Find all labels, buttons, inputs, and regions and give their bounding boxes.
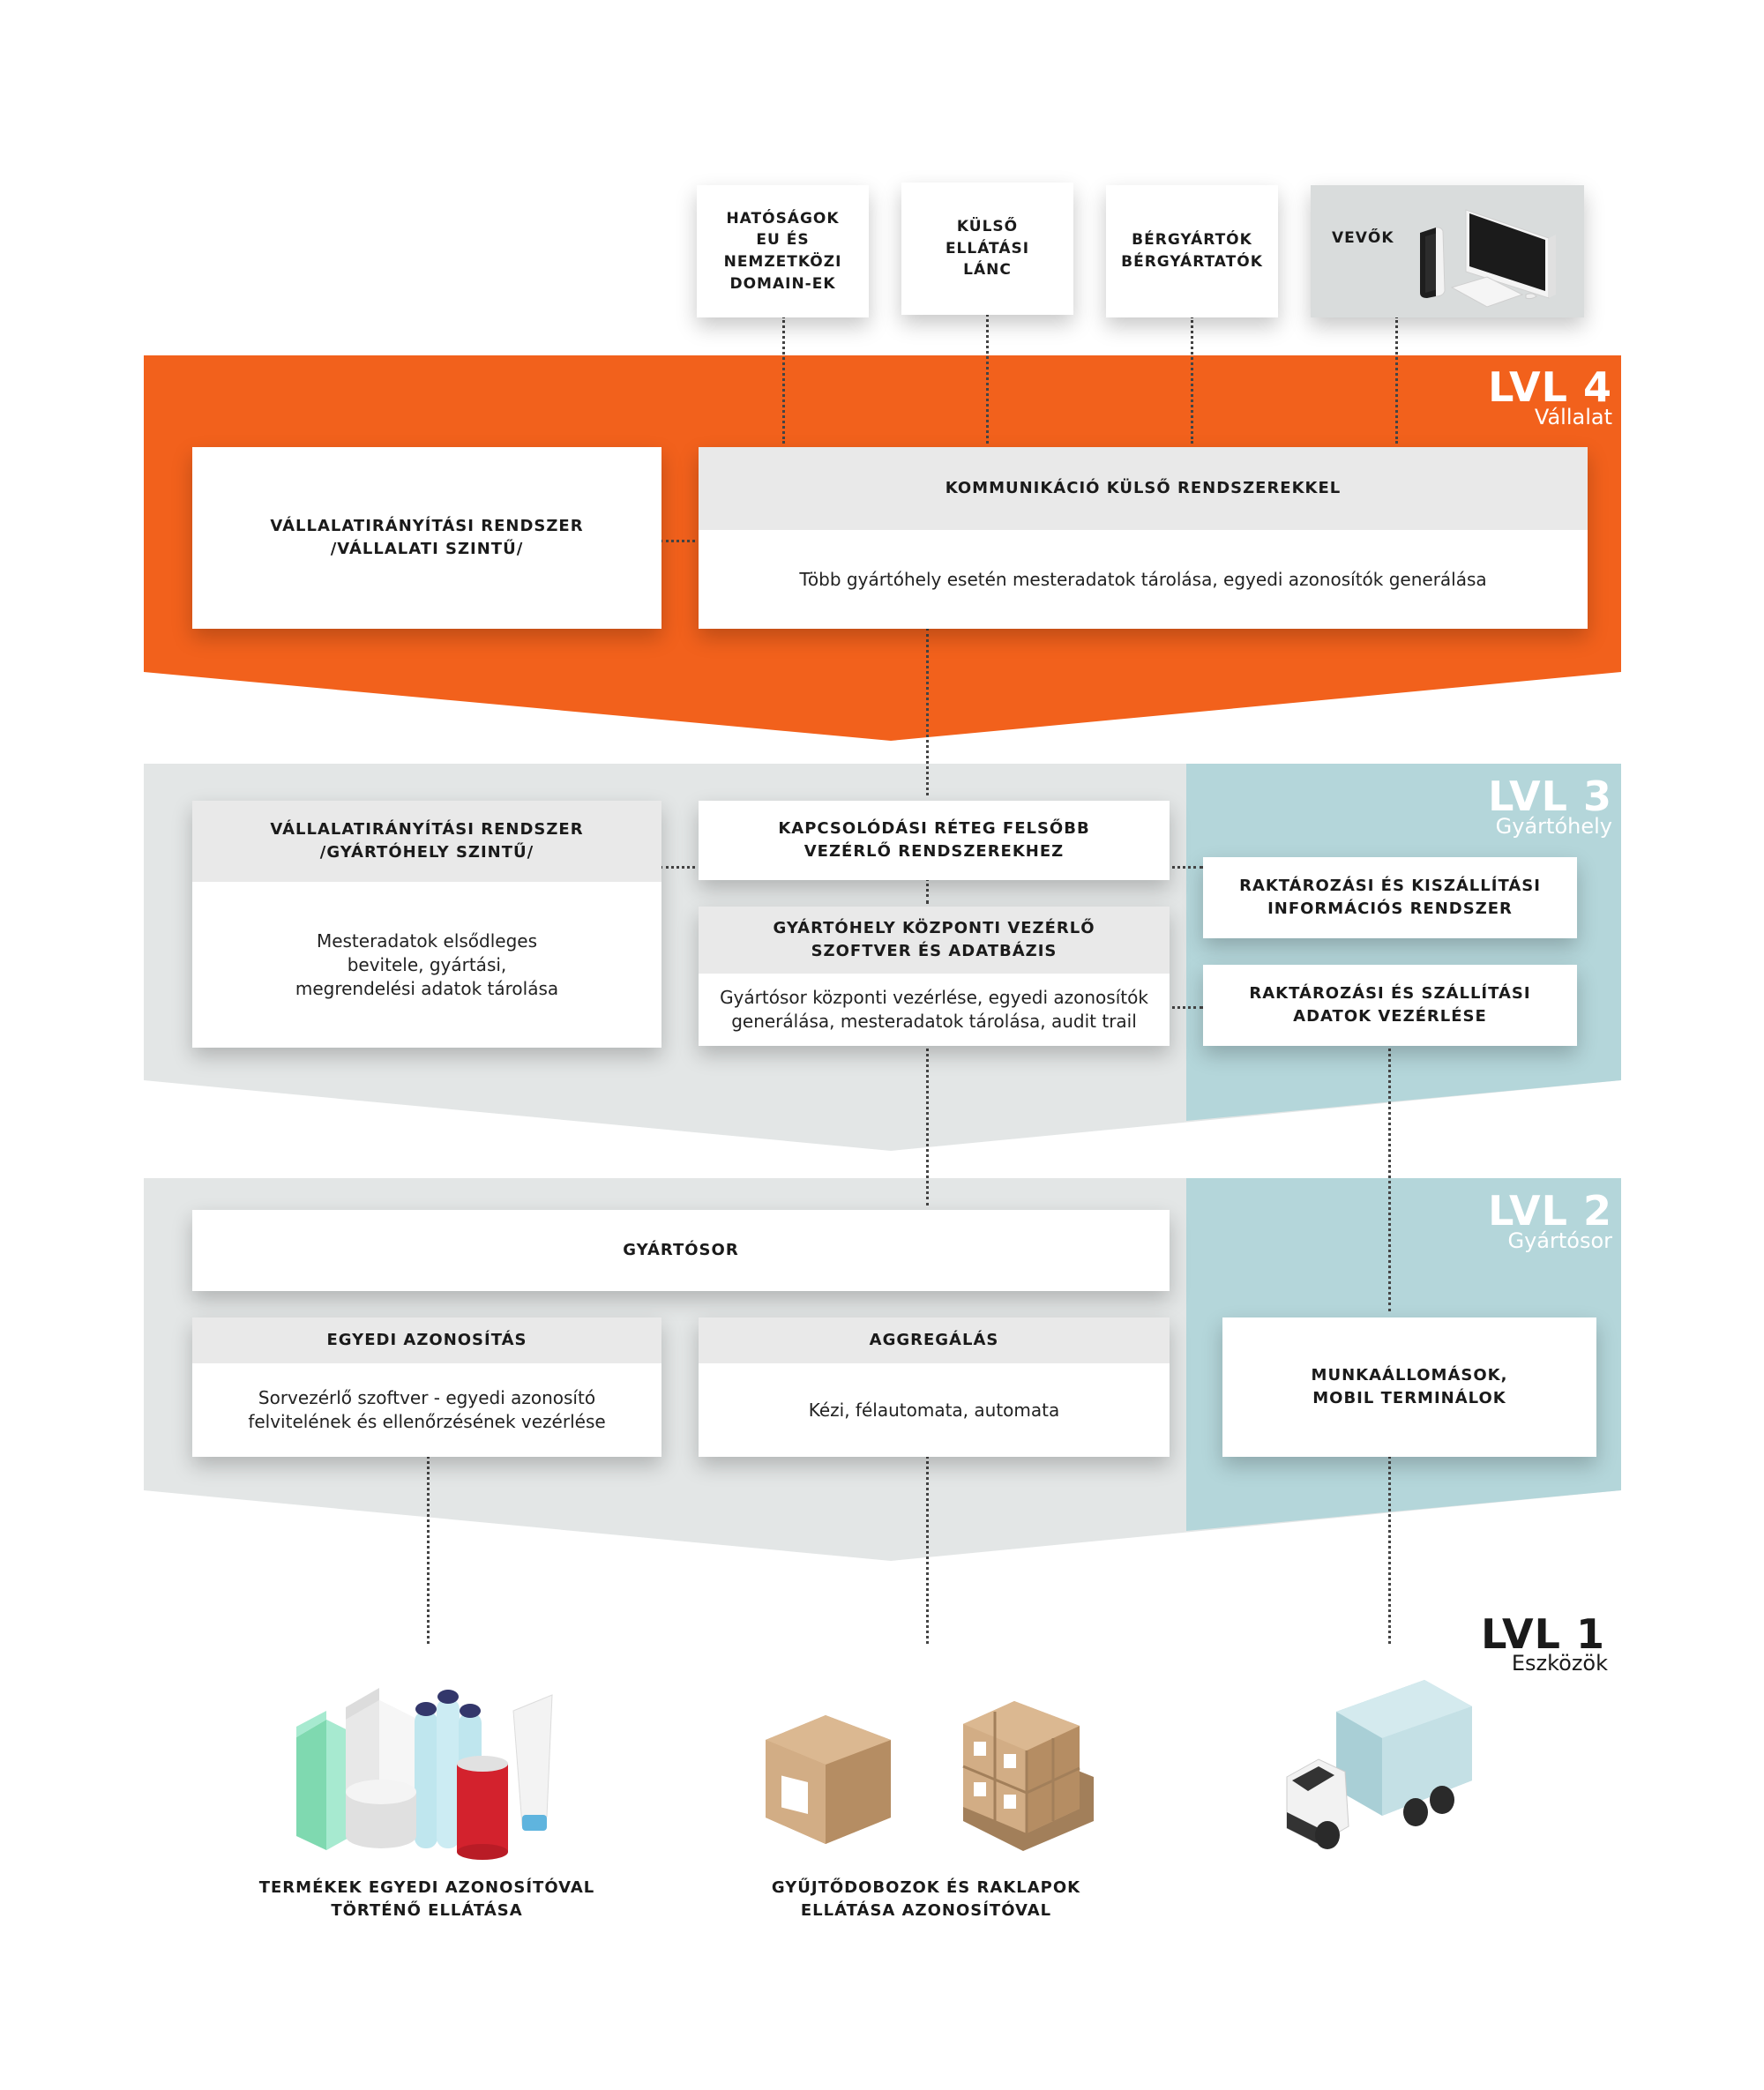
connector [660, 540, 695, 542]
gyartosor-label: GYÁRTÓSOR [623, 1240, 739, 1259]
lvl1-subtitle: Eszközök [1511, 1651, 1608, 1676]
lvl3-erp-body: Mesteradatok elsődleges bevitele, gyártá… [295, 929, 559, 999]
munkaallomasok-label: MUNKAÁLLOMÁSOK, MOBIL TERMINÁLOK [1311, 1365, 1508, 1407]
raktar-vezerles-label: RAKTÁROZÁSI ÉS SZÁLLÍTÁSI ADATOK VEZÉRLÉ… [1249, 983, 1531, 1026]
connector [1191, 316, 1193, 444]
lvl3-erp-header: VÁLLALATIRÁNYÍTÁSI RENDSZER /GYÁRTÓHELY … [192, 801, 662, 882]
lvl3-subtitle: Gyártóhely [1495, 814, 1612, 839]
connector [986, 314, 989, 444]
munkaallomasok-box: MUNKAÁLLOMÁSOK, MOBIL TERMINÁLOK [1222, 1317, 1596, 1457]
connector [1395, 316, 1398, 444]
lvl2-title: LVL 2 [1488, 1187, 1612, 1235]
egyedi-azonositas-header: EGYEDI AZONOSÍTÁS [192, 1317, 662, 1363]
raktar-info-label: RAKTÁROZÁSI ÉS KISZÁLLÍTÁSI INFORMÁCIÓS … [1239, 876, 1541, 918]
boxes-pallets-icon [766, 1701, 1094, 1851]
connector [782, 316, 785, 444]
kapcsolodasi-reteg-box: KAPCSOLÓDÁSI RÉTEG FELSŐBB VEZÉRLŐ RENDS… [699, 801, 1170, 880]
termekek-caption: TERMÉKEK EGYEDI AZONOSÍTÓVAL TÖRTÉNŐ ELL… [258, 1878, 595, 1921]
lvl3-erp-box: VÁLLALATIRÁNYÍTÁSI RENDSZER /GYÁRTÓHELY … [192, 801, 662, 1048]
connector [1388, 1042, 1391, 1311]
lvl4-erp-label: VÁLLALATIRÁNYÍTÁSI RENDSZER /VÁLLALATI S… [270, 516, 584, 558]
lvl1-title: LVL 1 [1481, 1610, 1605, 1658]
connector [660, 866, 695, 869]
computer-devices-icon [1420, 209, 1556, 308]
gyujtodobozok-caption: GYŰJTŐDOBOZOK ÉS RAKLAPOK ELLÁTÁSA AZONO… [771, 1878, 1081, 1921]
kozponti-vezerlo-box: GYÁRTÓHELY KÖZPONTI VEZÉRLŐ SZOFTVER ÉS … [699, 907, 1170, 1046]
connector [926, 1042, 929, 1205]
kozponti-vezerlo-body: Gyártósor központi vezérlése, egyedi azo… [720, 987, 1148, 1032]
connector [427, 1452, 430, 1644]
kapcsolodasi-reteg-label: KAPCSOLÓDÁSI RÉTEG FELSŐBB VEZÉRLŐ RENDS… [778, 818, 1090, 861]
truck-icon [1286, 1680, 1472, 1849]
connector [926, 628, 929, 795]
raktar-vezerles-box: RAKTÁROZÁSI ÉS SZÁLLÍTÁSI ADATOK VEZÉRLÉ… [1203, 965, 1577, 1046]
lvl3-title: LVL 3 [1488, 773, 1612, 820]
lvl4-comm-header: KOMMUNIKÁCIÓ KÜLSŐ RENDSZEREKKEL [699, 447, 1588, 530]
connector [1166, 1006, 1203, 1009]
raktar-info-box: RAKTÁROZÁSI ÉS KISZÁLLÍTÁSI INFORMÁCIÓS … [1203, 857, 1577, 938]
hatosagok-label: HATÓSÁGOK EU ÉS NEMZETKÖZI DOMAIN-EK [723, 209, 842, 293]
connector [1166, 866, 1203, 869]
egyedi-azonositas-body: Sorvezérlő szoftver - egyedi azonosító f… [248, 1387, 606, 1432]
connector [926, 1452, 929, 1644]
egyedi-azonositas-box: EGYEDI AZONOSÍTÁS Sorvezérlő szoftver - … [192, 1317, 662, 1457]
connector [926, 877, 929, 904]
aggregalas-header: AGGREGÁLÁS [699, 1317, 1170, 1363]
lvl2-subtitle: Gyártósor [1507, 1228, 1612, 1253]
lvl4-comm-box: KOMMUNIKÁCIÓ KÜLSŐ RENDSZEREKKEL Több gy… [699, 447, 1588, 629]
lvl4-comm-body: Több gyártóhely esetén mesteradatok táro… [799, 568, 1487, 590]
kulso-ellatasi-label: KÜLSŐ ELLÁTÁSI LÁNC [945, 218, 1030, 280]
hatosagok-box: HATÓSÁGOK EU ÉS NEMZETKÖZI DOMAIN-EK [697, 185, 869, 317]
products-icon [296, 1688, 553, 1860]
aggregalas-body: Kézi, félautomata, automata [808, 1399, 1060, 1421]
kulso-ellatasi-box: KÜLSŐ ELLÁTÁSI LÁNC [901, 183, 1073, 315]
bergyartok-label: BÉRGYÁRTÓK BÉRGYÁRTATÓK [1121, 231, 1263, 271]
kozponti-vezerlo-header: GYÁRTÓHELY KÖZPONTI VEZÉRLŐ SZOFTVER ÉS … [699, 907, 1170, 974]
aggregalas-box: AGGREGÁLÁS Kézi, félautomata, automata [699, 1317, 1170, 1457]
bergyartok-box: BÉRGYÁRTÓK BÉRGYÁRTATÓK [1106, 185, 1278, 317]
vevok-box: VEVŐK [1311, 185, 1584, 317]
lvl4-erp-box: VÁLLALATIRÁNYÍTÁSI RENDSZER /VÁLLALATI S… [192, 447, 662, 629]
lvl4-subtitle: Vállalat [1534, 405, 1612, 429]
gyartosor-box: GYÁRTÓSOR [192, 1210, 1170, 1291]
vevok-label: VEVŐK [1332, 229, 1394, 247]
connector [1388, 1452, 1391, 1644]
lvl4-title: LVL 4 [1488, 363, 1612, 411]
